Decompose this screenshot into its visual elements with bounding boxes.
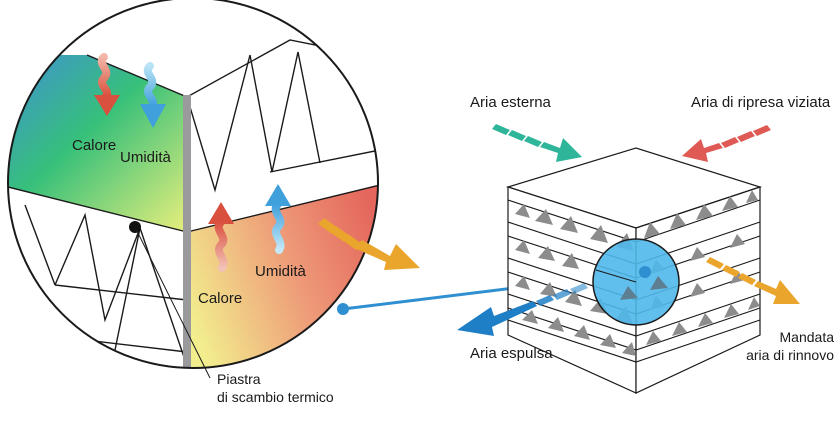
supply-air-arrow-icon	[706, 257, 800, 304]
cube-magnifier-pyramid	[650, 276, 668, 290]
cube-magnifier-pyramid	[620, 286, 638, 300]
humidity-label-bottom: Umidità	[255, 263, 307, 280]
humidity-icon	[140, 62, 166, 128]
supply-air-arrow-icon	[318, 218, 420, 270]
zoom-connector-dot-left	[337, 303, 349, 315]
humidity-label-top: Umidità	[120, 149, 172, 166]
heat-label-top: Calore	[72, 137, 116, 154]
heat-exchange-plate	[183, 95, 191, 368]
heat-icon	[94, 53, 120, 116]
cube-pyramids-left	[515, 204, 636, 356]
return-air-arrow-icon	[682, 125, 771, 162]
heat-label-bottom: Calore	[198, 290, 242, 307]
cube-pyramids-right	[644, 190, 760, 345]
exhaust-air-label: Aria espulsa	[470, 345, 553, 362]
exhaust-air-arrow-icon	[457, 283, 588, 336]
humidity-icon	[265, 184, 291, 254]
outdoor-air-arrow-icon	[492, 124, 582, 162]
pointer-line	[134, 226, 211, 379]
zoom-connector-dot-right	[639, 266, 651, 278]
heat-icon	[208, 202, 234, 272]
plate-label-line1: Piastra	[217, 371, 261, 387]
supply-air-label-line2: aria di rinnovo	[746, 347, 834, 363]
magnifier-circle-outline	[7, 0, 379, 369]
cube-magnifier-detail-line	[595, 269, 637, 283]
supply-air-label-line1: Mandata	[780, 329, 835, 345]
plate-label-line2: di scambio termico	[217, 389, 334, 405]
upper-air-channel	[8, 55, 187, 232]
outdoor-air-label: Aria esterna	[470, 94, 552, 111]
return-air-label: Aria di ripresa viziata	[691, 94, 831, 111]
